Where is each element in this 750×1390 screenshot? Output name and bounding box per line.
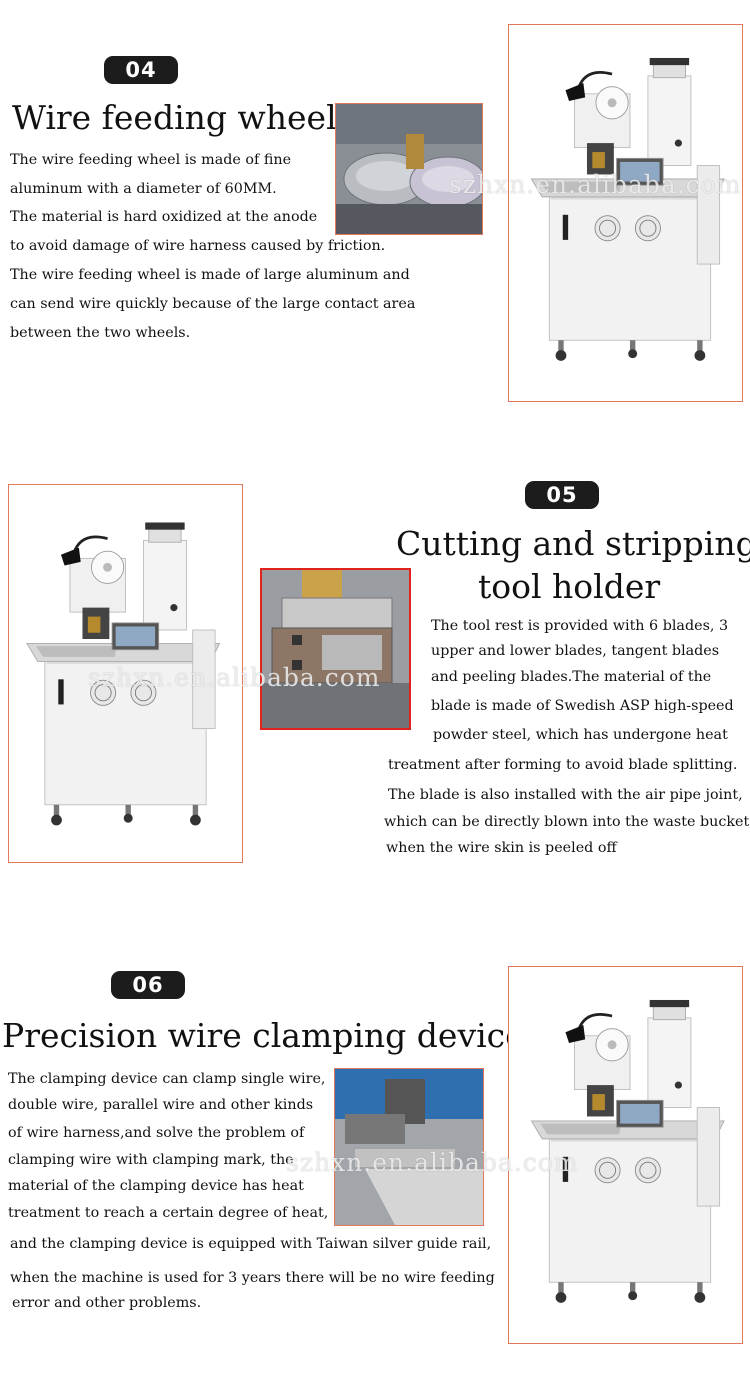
section-04-line-7: between the two wheels. bbox=[10, 325, 191, 341]
section-05-line-1: The tool rest is provided with 6 blades,… bbox=[431, 618, 729, 634]
section-06-line-4: clamping wire with clamping mark, the bbox=[8, 1152, 294, 1168]
section-05-line-8: which can be directly blown into the was… bbox=[384, 814, 750, 830]
section-06-line-8: when the machine is used for 3 years the… bbox=[10, 1270, 495, 1286]
section-04-line-6: can send wire quickly because of the lar… bbox=[10, 296, 416, 312]
section-04-line-3: The material is hard oxidized at the ano… bbox=[10, 209, 318, 225]
section-05-title-line-2: tool holder bbox=[478, 567, 661, 606]
section-06-line-6: treatment to reach a certain degree of h… bbox=[8, 1205, 329, 1221]
section-05-closeup-image bbox=[260, 568, 411, 730]
section-06-line-1: The clamping device can clamp single wir… bbox=[8, 1071, 326, 1087]
section-05-line-5: powder steel, which has undergone heat bbox=[433, 727, 728, 743]
section-04-line-2: aluminum with a diameter of 60MM. bbox=[10, 181, 277, 197]
section-06-title: Precision wire clamping device bbox=[2, 1016, 525, 1055]
section-05-line-2: upper and lower blades, tangent blades bbox=[431, 643, 720, 659]
watermark-2: szhxn.en.alibaba.com bbox=[88, 663, 381, 692]
section-06-line-2: double wire, parallel wire and other kin… bbox=[8, 1097, 314, 1113]
section-05-line-4: blade is made of Swedish ASP high-speed bbox=[431, 698, 734, 714]
section-05-line-9: when the wire skin is peeled off bbox=[386, 840, 617, 856]
section-04-closeup-image bbox=[335, 103, 483, 235]
section-04-machine-image bbox=[508, 24, 743, 402]
section-06-badge: 06 bbox=[111, 971, 185, 999]
section-06-line-9: error and other problems. bbox=[12, 1295, 202, 1311]
section-04-line-1: The wire feeding wheel is made of fine bbox=[10, 152, 292, 168]
section-06-line-7: and the clamping device is equipped with… bbox=[10, 1236, 492, 1252]
section-05-line-3: and peeling blades.The material of the bbox=[431, 669, 712, 685]
section-06-machine-image bbox=[508, 966, 743, 1344]
section-04-line-5: The wire feeding wheel is made of large … bbox=[10, 267, 410, 283]
section-06-closeup-image bbox=[334, 1068, 484, 1226]
section-05-line-7: The blade is also installed with the air… bbox=[388, 787, 743, 803]
section-05-machine-image bbox=[8, 484, 243, 863]
section-04-title: Wire feeding wheel bbox=[12, 98, 337, 137]
section-06-line-3: of wire harness,and solve the problem of bbox=[8, 1125, 305, 1141]
section-05-badge: 05 bbox=[525, 481, 599, 509]
watermark-1: szhxn.en.alibaba.com bbox=[449, 170, 742, 199]
section-06-line-5: material of the clamping device has heat bbox=[8, 1178, 304, 1194]
section-04-badge: 04 bbox=[104, 56, 178, 84]
section-04-line-4: to avoid damage of wire harness caused b… bbox=[10, 238, 386, 254]
section-05-title-line-1: Cutting and stripping bbox=[396, 524, 750, 563]
section-05-line-6: treatment after forming to avoid blade s… bbox=[388, 757, 738, 773]
watermark-3: szhxn.en.alibaba.com bbox=[286, 1148, 579, 1177]
